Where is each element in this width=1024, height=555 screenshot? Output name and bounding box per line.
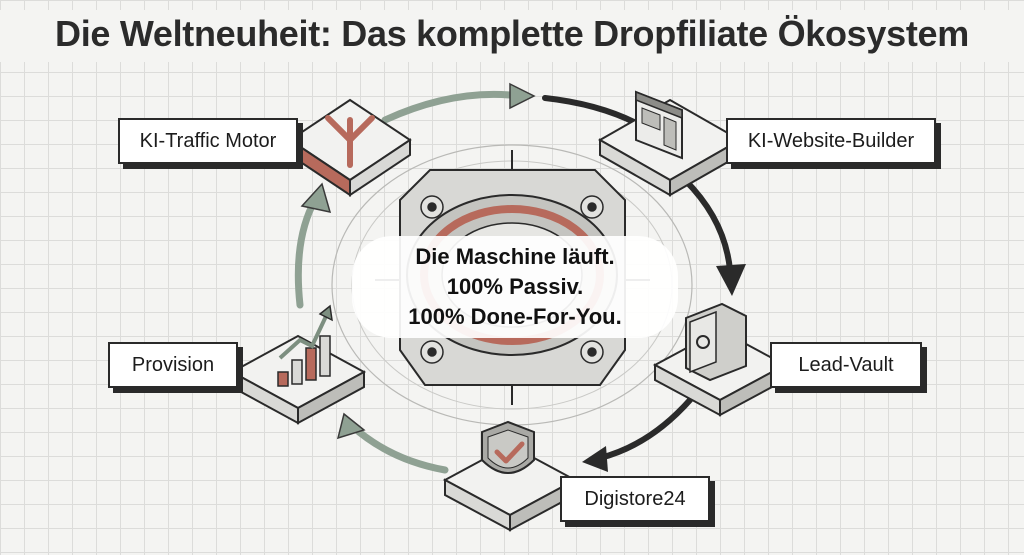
growth-chart-icon [277,304,333,387]
center-line-2: 100% Passiv. [446,274,584,299]
cycle-arrows [294,82,746,474]
arrow-digistore-to-provision [348,422,449,474]
center-line-3: 100% Done-For-You. [408,304,622,329]
node-digistore [442,420,578,532]
browser-window-icon [635,90,683,160]
arrow-vault-to-digistore [597,397,693,461]
split-arrows-icon [325,115,375,168]
center-slogan: Die Maschine läuft. 100% Passiv. 100% Do… [352,236,678,338]
label-digistore: Digistore24 [560,476,710,522]
page-title: Die Weltneuheit: Das komplette Dropfilia… [0,10,1024,62]
shield-check-icon [481,420,535,474]
label-provision: Provision [108,342,238,388]
arrow-provision-to-traffic [294,196,319,309]
node-traffic [288,98,412,197]
center-line-1: Die Maschine läuft. [415,244,615,269]
node-vault [652,302,788,417]
node-website [597,90,743,197]
arrow-website-to-vault [682,177,733,273]
label-traffic: KI-Traffic Motor [118,118,298,164]
label-vault: Lead-Vault [770,342,922,388]
node-provision [229,304,367,425]
arrow-traffic-to-website [381,90,524,124]
gear-icon [420,195,604,364]
safe-icon [685,302,747,382]
label-website: KI-Website-Builder [726,118,936,164]
